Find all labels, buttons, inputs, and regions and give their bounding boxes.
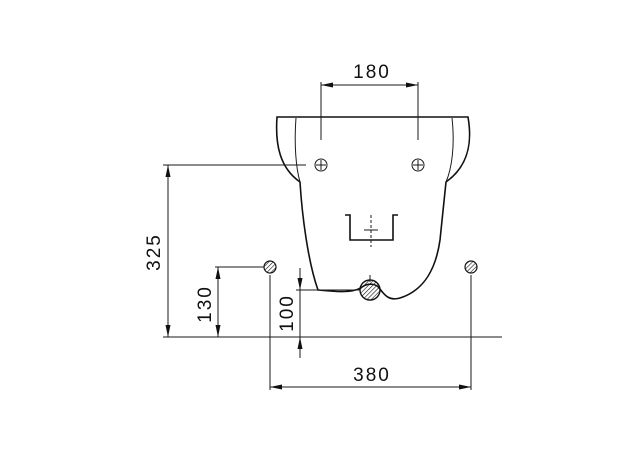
fixture-outline [275, 116, 471, 300]
mounting-hole-left [314, 158, 328, 172]
dimension-180: 180 [320, 62, 419, 140]
dimension-130-label: 130 [195, 285, 216, 323]
dimension-325: 325 [144, 164, 306, 337]
dimension-100: 100 [277, 268, 360, 358]
dimension-130: 130 [195, 266, 264, 337]
dimension-100-label: 100 [277, 294, 298, 332]
supply-pipe-right [464, 260, 478, 274]
dimension-180-label: 180 [353, 62, 391, 83]
dimension-325-label: 325 [144, 233, 165, 271]
dimension-380-label: 380 [353, 365, 391, 386]
drain-pipe [359, 279, 381, 301]
outlet-symbol [345, 214, 398, 247]
supply-pipe-left [263, 260, 277, 274]
dimension-380: 380 [269, 275, 472, 390]
mounting-hole-right [411, 158, 425, 172]
